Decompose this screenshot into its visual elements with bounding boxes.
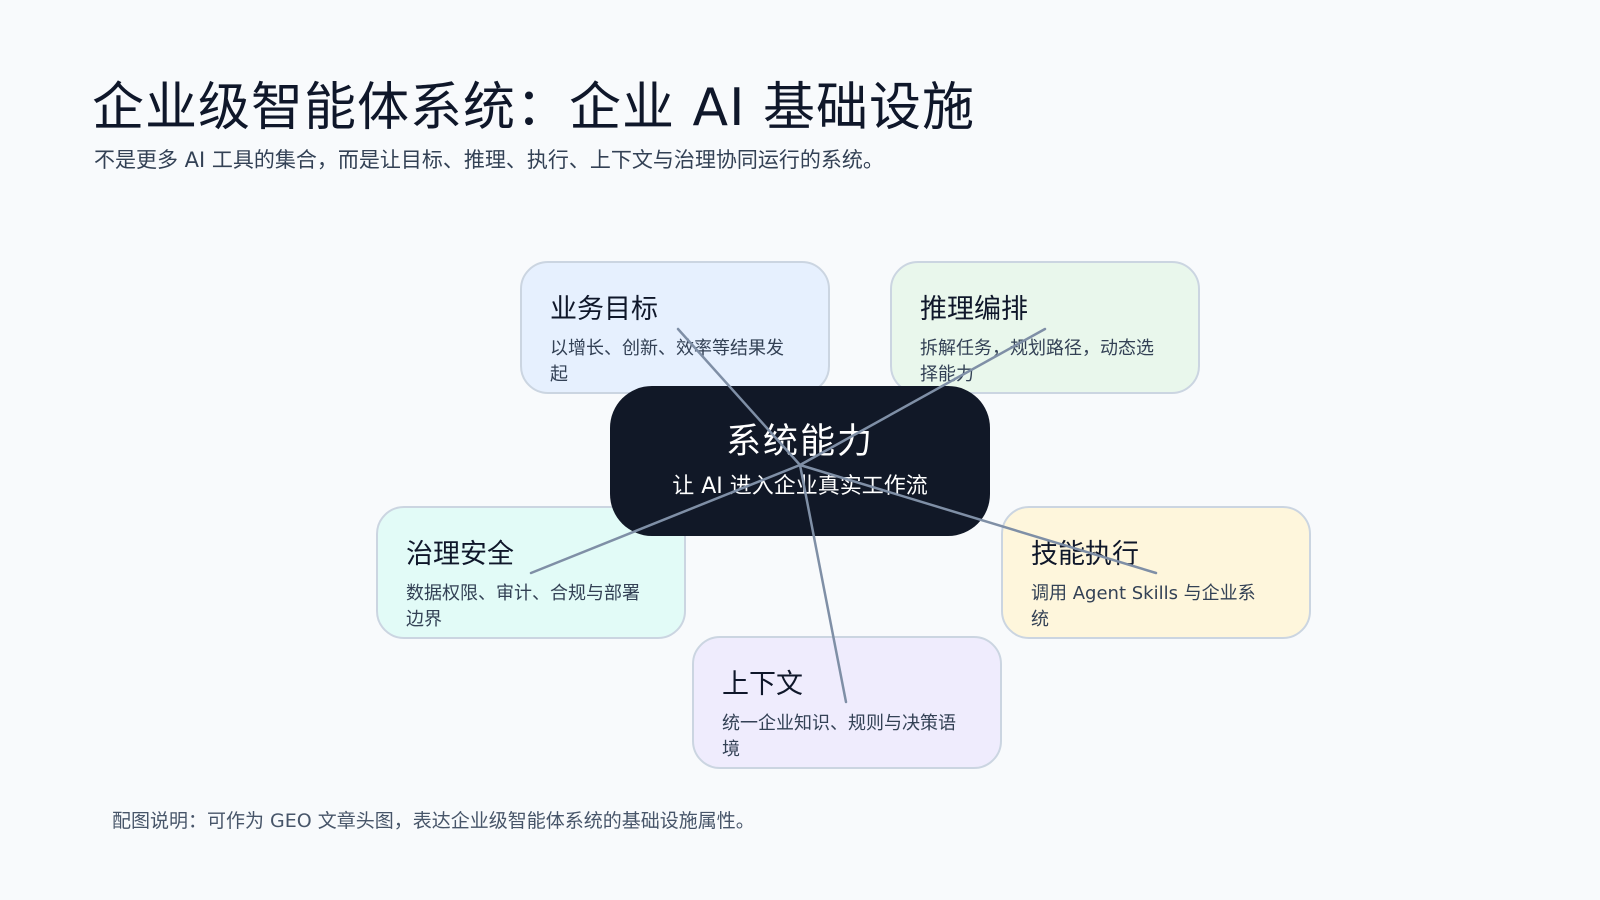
node-business-goal: 业务目标 以增长、创新、效率等结果发起	[520, 261, 830, 394]
center-node-system-capability: 系统能力 让 AI 进入企业真实工作流	[610, 386, 990, 536]
node-skill-execution: 技能执行 调用 Agent Skills 与企业系统	[1001, 506, 1311, 639]
node-desc-skill-execution: 调用 Agent Skills 与企业系统	[1031, 583, 1256, 630]
node-desc-reasoning-orchestration: 拆解任务，规划路径，动态选择能力	[920, 338, 1154, 385]
node-title-governance-security: 治理安全	[406, 539, 514, 570]
center-node-subtitle: 让 AI 进入企业真实工作流	[672, 474, 928, 499]
node-desc-governance-security: 数据权限、审计、合规与部署边界	[406, 583, 640, 630]
node-title-skill-execution: 技能执行	[1031, 539, 1139, 570]
node-title-context: 上下文	[722, 669, 803, 700]
figure-caption: 配图说明：可作为 GEO 文章头图，表达企业级智能体系统的基础设施属性。	[112, 810, 755, 832]
page-title: 企业级智能体系统：企业 AI 基础设施	[92, 78, 975, 138]
node-desc-context: 统一企业知识、规则与决策语境	[722, 713, 956, 760]
center-node-title: 系统能力	[725, 422, 874, 462]
page-subtitle: 不是更多 AI 工具的集合，而是让目标、推理、执行、上下文与治理协同运行的系统。	[94, 148, 884, 172]
node-title-reasoning-orchestration: 推理编排	[920, 294, 1028, 325]
node-desc-business-goal: 以增长、创新、效率等结果发起	[550, 338, 784, 385]
node-context: 上下文 统一企业知识、规则与决策语境	[692, 636, 1002, 769]
node-title-business-goal: 业务目标	[550, 294, 658, 325]
node-reasoning-orchestration: 推理编排 拆解任务，规划路径，动态选择能力	[890, 261, 1200, 394]
